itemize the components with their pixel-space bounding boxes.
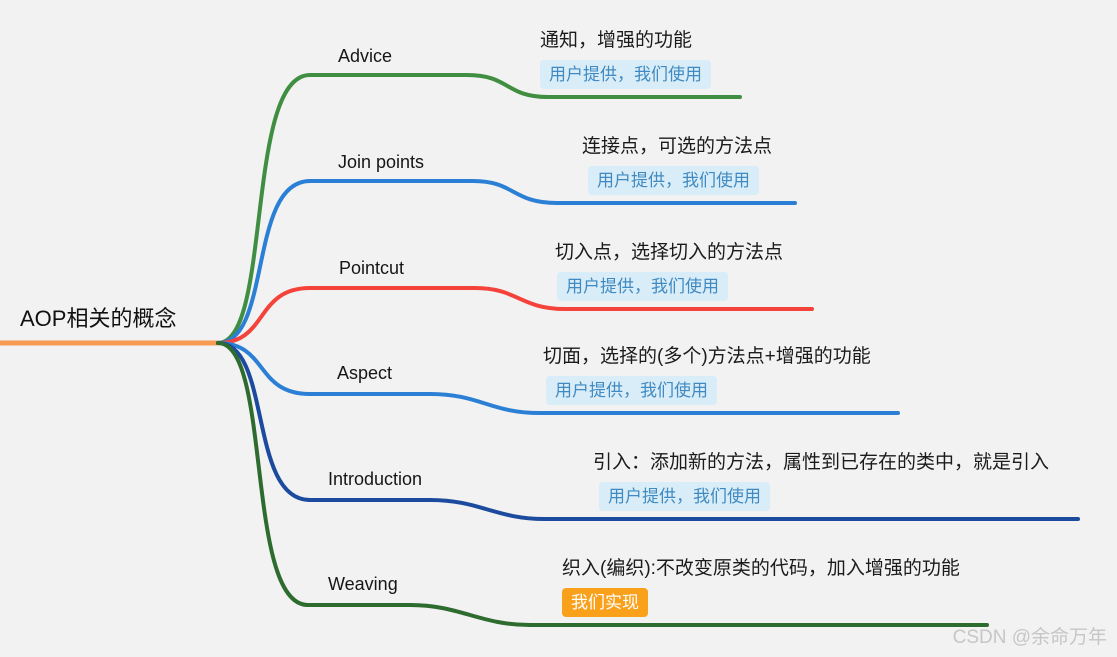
branch-badge-advice[interactable]: 用户提供，我们使用 xyxy=(540,60,711,89)
branch-label-advice[interactable]: Advice xyxy=(338,46,393,66)
branch-badge-introduction[interactable]: 用户提供，我们使用 xyxy=(599,482,770,511)
branch-badge-weaving[interactable]: 我们实现 xyxy=(562,588,648,617)
branch-desc-introduction[interactable]: 引入：添加新的方法，属性到已存在的类中，就是引入 xyxy=(593,452,1050,473)
branch-desc-aspect[interactable]: 切面，选择的(多个)方法点+增强的功能 xyxy=(543,346,871,367)
branch-badge-aspect[interactable]: 用户提供，我们使用 xyxy=(546,376,717,405)
branch-label-pointcut[interactable]: Pointcut xyxy=(339,258,405,278)
branch-desc-pointcut[interactable]: 切入点，选择切入的方法点 xyxy=(555,242,784,263)
branch-desc-join-points[interactable]: 连接点，可选的方法点 xyxy=(582,136,773,157)
branch-badge-join-points[interactable]: 用户提供，我们使用 xyxy=(588,166,759,195)
branch-line-pointcut xyxy=(216,286,814,345)
branch-desc-weaving[interactable]: 织入(编织):不改变原类的代码，加入增强的功能 xyxy=(562,558,960,579)
root-node-label[interactable]: AOP相关的概念 xyxy=(20,306,177,331)
branch-label-join-points[interactable]: Join points xyxy=(338,152,425,172)
branch-label-aspect[interactable]: Aspect xyxy=(337,363,393,383)
branch-desc-advice[interactable]: 通知，增强的功能 xyxy=(540,30,693,51)
branch-line-aspect xyxy=(216,341,900,415)
branch-badge-pointcut[interactable]: 用户提供，我们使用 xyxy=(557,272,728,301)
branch-label-weaving[interactable]: Weaving xyxy=(328,574,398,594)
branch-label-introduction[interactable]: Introduction xyxy=(328,469,423,489)
branch-line-advice xyxy=(216,73,742,345)
branch-line-weaving xyxy=(216,341,989,627)
csdn-watermark: CSDN @余命万年 xyxy=(952,627,1107,648)
branch-line-join-points xyxy=(216,179,797,345)
branch-line-introduction xyxy=(216,341,1080,521)
